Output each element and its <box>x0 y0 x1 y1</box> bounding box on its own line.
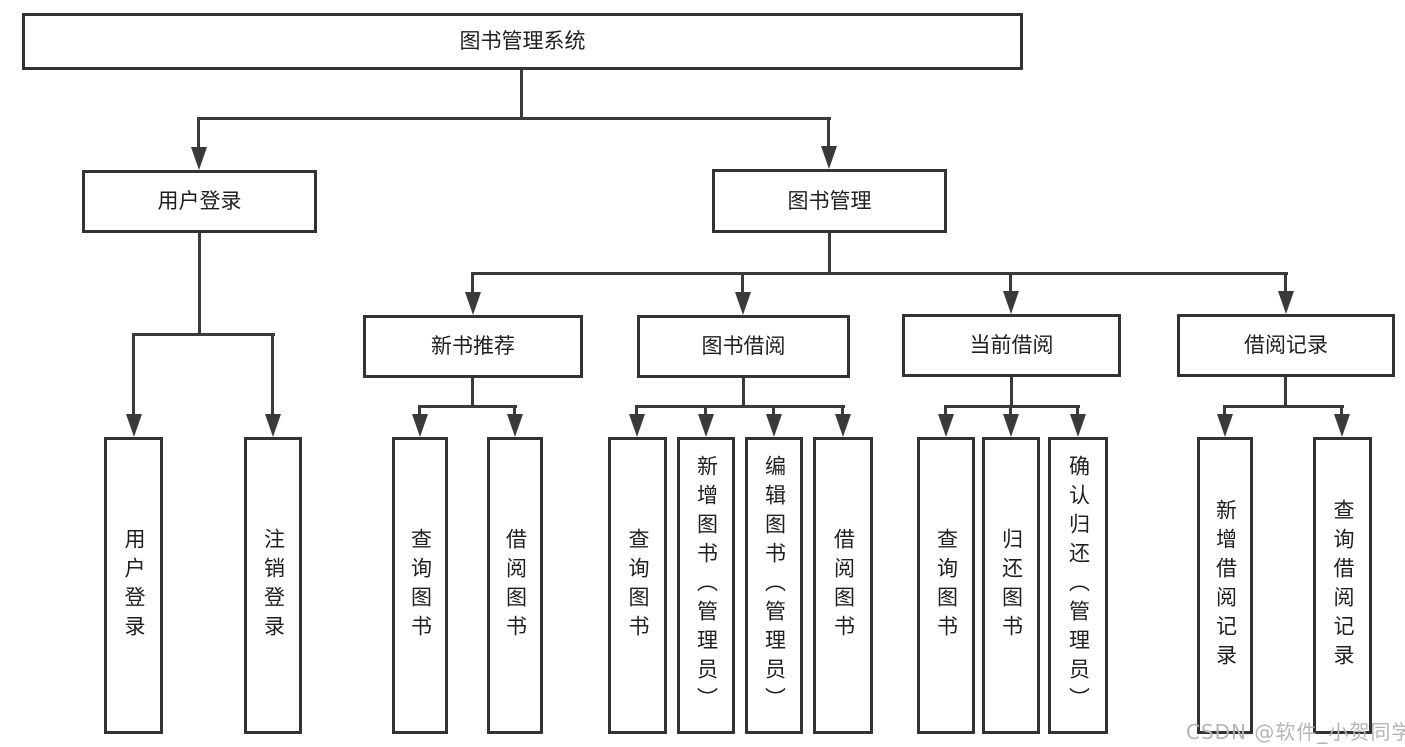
leaf-bb-query-books: 查询图书 <box>608 437 667 734</box>
connector-book-mgmt-branch <box>471 272 1288 275</box>
arrow-into-book-management <box>821 117 837 169</box>
connector-root-branch <box>198 117 831 120</box>
arrow-into-rec-query <box>412 405 428 437</box>
leaf-logout: 注销登录 <box>244 437 302 734</box>
leaf-br-add-record: 新增借阅记录 <box>1197 437 1253 734</box>
arrow-into-leaf-logout <box>265 333 281 437</box>
arrow-into-current-borrow <box>1003 272 1019 314</box>
arrow-into-br-add <box>1217 405 1233 437</box>
arrow-into-bb-query <box>629 405 645 437</box>
arrow-into-cb-query <box>938 405 954 437</box>
leaf-user-login: 用户登录 <box>104 437 163 734</box>
connector-current-stem <box>1010 377 1013 408</box>
arrow-into-bb-add <box>698 405 714 437</box>
connector-record-branch <box>1223 405 1344 408</box>
connector-rec-branch <box>418 405 517 408</box>
arrow-into-leaf-user-login <box>126 333 142 437</box>
arrow-into-book-borrow <box>735 272 751 315</box>
node-borrow-record: 借阅记录 <box>1177 314 1395 377</box>
connector-borrow-stem <box>742 378 745 408</box>
connector-borrow-branch <box>635 405 845 408</box>
leaf-bb-borrow-books: 借阅图书 <box>813 437 873 734</box>
arrow-into-new-book-rec <box>465 272 481 315</box>
arrow-into-cb-confirm <box>1070 405 1086 437</box>
connector-root-stem <box>520 69 523 119</box>
connector-book-mgmt-stem <box>828 233 831 274</box>
node-new-book-recommend: 新书推荐 <box>363 315 583 378</box>
arrow-into-bb-borrow <box>835 405 851 437</box>
arrow-into-user-login <box>191 117 207 170</box>
node-current-borrow: 当前借阅 <box>902 314 1121 377</box>
connector-rec-stem <box>471 378 474 408</box>
leaf-bb-add-books-admin: 新增图书（管理员） <box>677 437 735 734</box>
connector-current-branch <box>944 405 1080 408</box>
leaf-cb-confirm-return-admin: 确认归还（管理员） <box>1048 437 1108 734</box>
node-library-system: 图书管理系统 <box>22 13 1023 70</box>
node-user-login: 用户登录 <box>82 170 317 233</box>
connector-user-login-branch <box>132 333 275 336</box>
csdn-watermark: CSDN @软件_小贺同学 <box>1186 720 1405 744</box>
leaf-cb-query-books: 查询图书 <box>917 437 975 734</box>
connector-record-stem <box>1284 377 1287 408</box>
node-book-borrow: 图书借阅 <box>637 315 850 378</box>
arrow-into-borrow-record <box>1278 272 1294 314</box>
leaf-bb-edit-books-admin: 编辑图书（管理员） <box>745 437 803 734</box>
arrow-into-rec-borrow <box>507 405 523 437</box>
connector-user-login-stem <box>198 233 201 335</box>
leaf-br-query-record: 查询借阅记录 <box>1313 437 1372 734</box>
arrow-into-bb-edit <box>766 405 782 437</box>
node-book-management: 图书管理 <box>712 169 947 233</box>
leaf-rec-borrow-books: 借阅图书 <box>487 437 543 734</box>
arrow-into-cb-return <box>1003 405 1019 437</box>
leaf-rec-query-books: 查询图书 <box>392 437 448 734</box>
arrow-into-br-query <box>1334 405 1350 437</box>
leaf-cb-return-books: 归还图书 <box>982 437 1040 734</box>
